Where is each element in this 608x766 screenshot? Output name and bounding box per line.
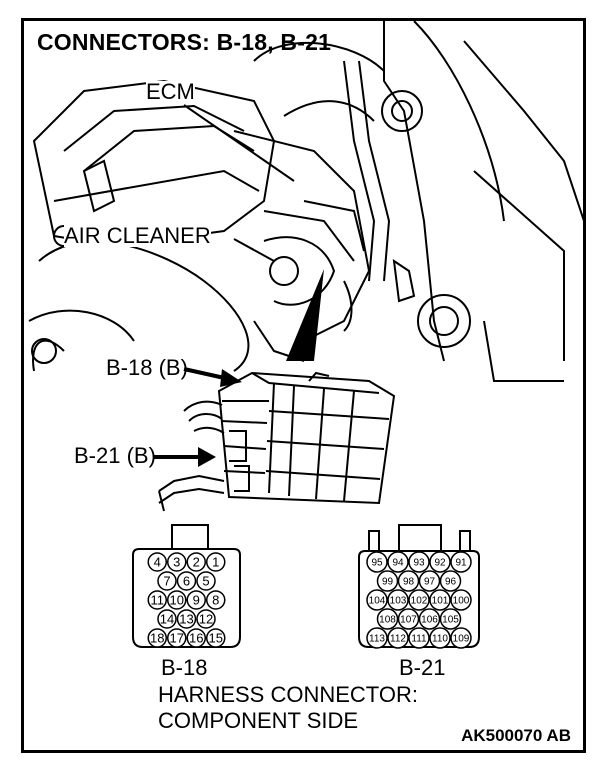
b21-pin-label: 108 [379,615,396,626]
air-cleaner-label: AIR CLEANER [64,223,211,248]
b18-pin-16 [186,628,206,648]
page-title: CONNECTORS: B-18, B-21 [37,29,332,55]
b18-pin-label: 18 [150,631,164,646]
b21-pin-label: 94 [392,558,404,569]
b21-pin-92 [429,551,451,573]
b18-pin-5 [196,571,216,591]
b18-pin-label: 16 [189,631,203,646]
b18-pin-15 [206,628,226,648]
b21-pin-93 [408,551,430,573]
b21-pin-label: 97 [424,577,436,588]
b21-pin-102 [408,589,430,611]
component-side-label: COMPONENT SIDE [158,708,359,733]
b21-pin-label: 101 [432,596,449,607]
b21-pin-95 [366,551,388,573]
b21-pin-label: 111 [411,634,427,645]
b21-pin-107 [397,608,420,630]
b21-pin-label: 113 [369,634,385,645]
b21-pin-label: 100 [453,596,470,607]
b21-pin-97 [418,570,441,592]
b18-pin-label: 15 [209,631,223,646]
b21-pin-106 [418,608,441,630]
b21-pin-layer: 95 94 93 92 91 99 98 97 96 104 103 102 101 100 108 107 1… [366,551,472,649]
b18-pin-12 [196,609,216,629]
b21-pin-label: 106 [421,615,438,626]
b21-pin-108 [376,608,399,630]
b18-pin-1 [206,552,226,572]
b21-pin-label: 98 [403,577,415,588]
b21-pin-label: 105 [442,615,459,626]
b18-pin-2 [186,552,206,572]
b21-pin-103 [387,589,409,611]
b18-pin-8 [206,590,226,610]
b18-pin-label: 11 [151,593,165,608]
b21-pin-113 [366,627,388,649]
b18-pin-11 [147,590,167,610]
b21-pin-112 [387,627,409,649]
b18-pin-label: 12 [199,612,213,627]
b21-pin-label: 110 [432,634,448,645]
b18-pin-14 [157,609,177,629]
b21-pin-label: 109 [453,634,470,645]
b18-pin-label: 7 [163,574,170,589]
b21-pin-label: 112 [390,634,406,645]
b18-pin-label: 10 [170,593,184,608]
b18-pin-label: 1 [212,555,219,570]
b21-pin-label: 91 [455,558,467,569]
b18-connector-caption: B-18 [161,655,208,680]
figure-code: AK500070 AB [461,726,571,745]
b18-pin-6 [176,571,197,591]
b18-pin-10 [167,590,187,610]
b18-pin-label: 17 [170,631,184,646]
b21-pin-label: 103 [390,596,407,607]
b18-pointer-label: B-18 (B) [106,355,188,380]
b21-pin-94 [387,551,409,573]
b21-pin-label: 99 [382,577,394,588]
b18-pin-3 [167,552,187,572]
b18-pin-9 [186,590,206,610]
b21-pin-label: 102 [411,596,428,607]
b18-pin-label: 14 [160,612,174,627]
b21-pin-label: 93 [413,558,425,569]
b21-pin-98 [397,570,420,592]
ecm-label: ECM [146,79,195,104]
b18-pin-17 [167,628,187,648]
b18-pin-label: 5 [202,574,209,589]
b18-pin-18 [147,628,167,648]
b18-pin-4 [147,552,167,572]
b21-pin-99 [376,570,399,592]
b18-pin-label: 9 [193,593,200,608]
b18-pin-label: 2 [193,555,200,570]
b21-connector-caption: B-21 [399,655,446,680]
b18-pin-label: 6 [183,574,190,589]
b21-pin-91 [450,551,472,573]
b21-pin-label: 107 [400,615,417,626]
b21-pin-101 [429,589,451,611]
b18-pin-label: 13 [179,612,193,627]
b21-pin-96 [439,570,462,592]
b21-pin-label: 96 [445,577,457,588]
b18-pin-label: 8 [212,593,219,608]
b21-pin-100 [450,589,472,611]
b18-pin-label: 3 [173,555,180,570]
harness-connector-label: HARNESS CONNECTOR: [158,682,418,707]
b18-pin-7 [157,571,177,591]
b21-pin-label: 92 [434,558,446,569]
b21-pin-label: 104 [369,596,386,607]
b18-pin-label: 4 [154,555,161,570]
b21-pin-label: 95 [371,558,383,569]
b21-pin-105 [439,608,462,630]
b21-pin-111 [408,627,430,649]
b18-pin-13 [176,609,197,629]
b21-pin-109 [450,627,472,649]
b21-pin-110 [429,627,451,649]
b21-pin-104 [366,589,388,611]
b21-pointer-label: B-21 (B) [74,443,156,468]
